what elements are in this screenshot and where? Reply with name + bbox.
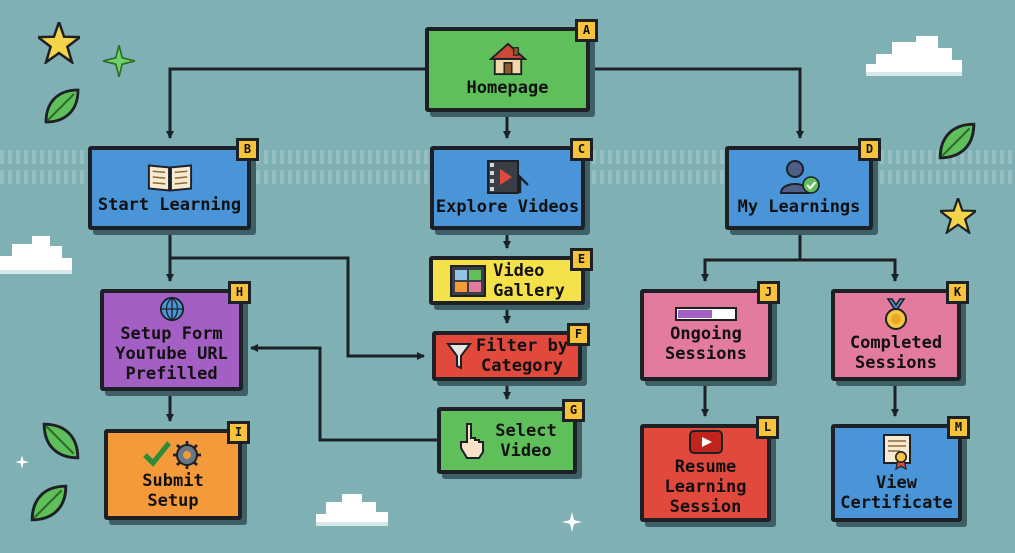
leaf-icon [42,422,80,460]
medal-icon [885,298,907,330]
node-setup-form[interactable]: H Setup Form YouTube URL Prefilled [100,281,251,391]
node-resume-learning-session[interactable]: L Resume Learning Session [640,416,779,522]
edge-d-k [800,258,899,282]
node-video-gallery[interactable]: E Video Gallery [429,248,593,305]
play-button-icon [688,430,723,454]
node-badge: M [947,416,970,439]
node-view-certificate[interactable]: M View Certificate [831,416,970,522]
node-badge: B [236,138,259,161]
node-label: Video Gallery [493,260,565,301]
sparkle-icon [562,512,582,532]
node-my-learnings[interactable]: D My Learnings [725,138,881,230]
node-badge: C [570,138,593,161]
node-label: Setup Form YouTube URL Prefilled [115,324,228,384]
certificate-icon [882,434,911,471]
check-gear-icon [143,440,201,469]
film-strip-icon [450,264,487,297]
node-badge: I [227,421,250,444]
cloud-icon [866,36,962,76]
node-label: Start Learning [97,195,242,215]
node-label: View Certificate [840,473,953,513]
edge-a-d [590,67,804,139]
house-icon [488,42,527,75]
node-label: Resume Learning Session [664,457,747,517]
node-submit-setup[interactable]: I Submit Setup [104,421,250,520]
node-label: Completed Sessions [849,333,943,373]
progress-bar-icon [675,307,737,321]
node-ongoing-sessions[interactable]: J Ongoing Sessions [640,281,780,381]
cloud-icon [0,236,72,274]
leaf-icon [44,88,80,124]
film-play-icon [486,160,529,194]
node-label: Homepage [466,77,549,98]
edge-b-f [170,256,425,360]
node-badge: A [575,19,598,42]
node-label: Ongoing Sessions [665,324,747,364]
user-check-icon [779,160,820,194]
open-book-icon [147,164,192,192]
node-badge: K [946,281,969,304]
node-select-video[interactable]: G Select Video [437,399,585,474]
node-homepage[interactable]: A Homepage [425,19,598,112]
node-completed-sessions[interactable]: K Completed Sessions [831,281,969,381]
sparkle-icon [103,45,135,77]
leaf-icon [938,122,976,160]
sparkle-icon [15,455,29,469]
node-badge: E [570,248,593,271]
node-badge: J [757,281,780,304]
star-icon [940,198,976,234]
edge-g-h [250,344,437,442]
node-label: Submit Setup [142,470,204,511]
node-label: Explore Videos [435,197,580,217]
node-label: Filter by Category [475,336,569,376]
node-start-learning[interactable]: B Start Learning [88,138,259,230]
cloud-icon [316,494,388,526]
node-badge: L [756,416,779,439]
node-label: My Learnings [737,197,861,217]
edge-a-b [166,67,425,139]
node-label: Select Video [495,420,557,461]
node-badge: H [228,281,251,304]
node-badge: D [858,138,881,161]
leaf-icon [30,484,68,522]
node-badge: F [567,323,590,346]
node-explore-videos[interactable]: C Explore Videos [430,138,593,230]
funnel-icon [445,343,472,370]
edge-d-j [701,230,802,282]
pointer-hand-icon [460,422,485,459]
node-badge: G [562,399,585,422]
node-filter-by-category[interactable]: F Filter by Category [432,323,590,381]
star-icon [38,22,80,64]
globe-icon [159,296,184,322]
